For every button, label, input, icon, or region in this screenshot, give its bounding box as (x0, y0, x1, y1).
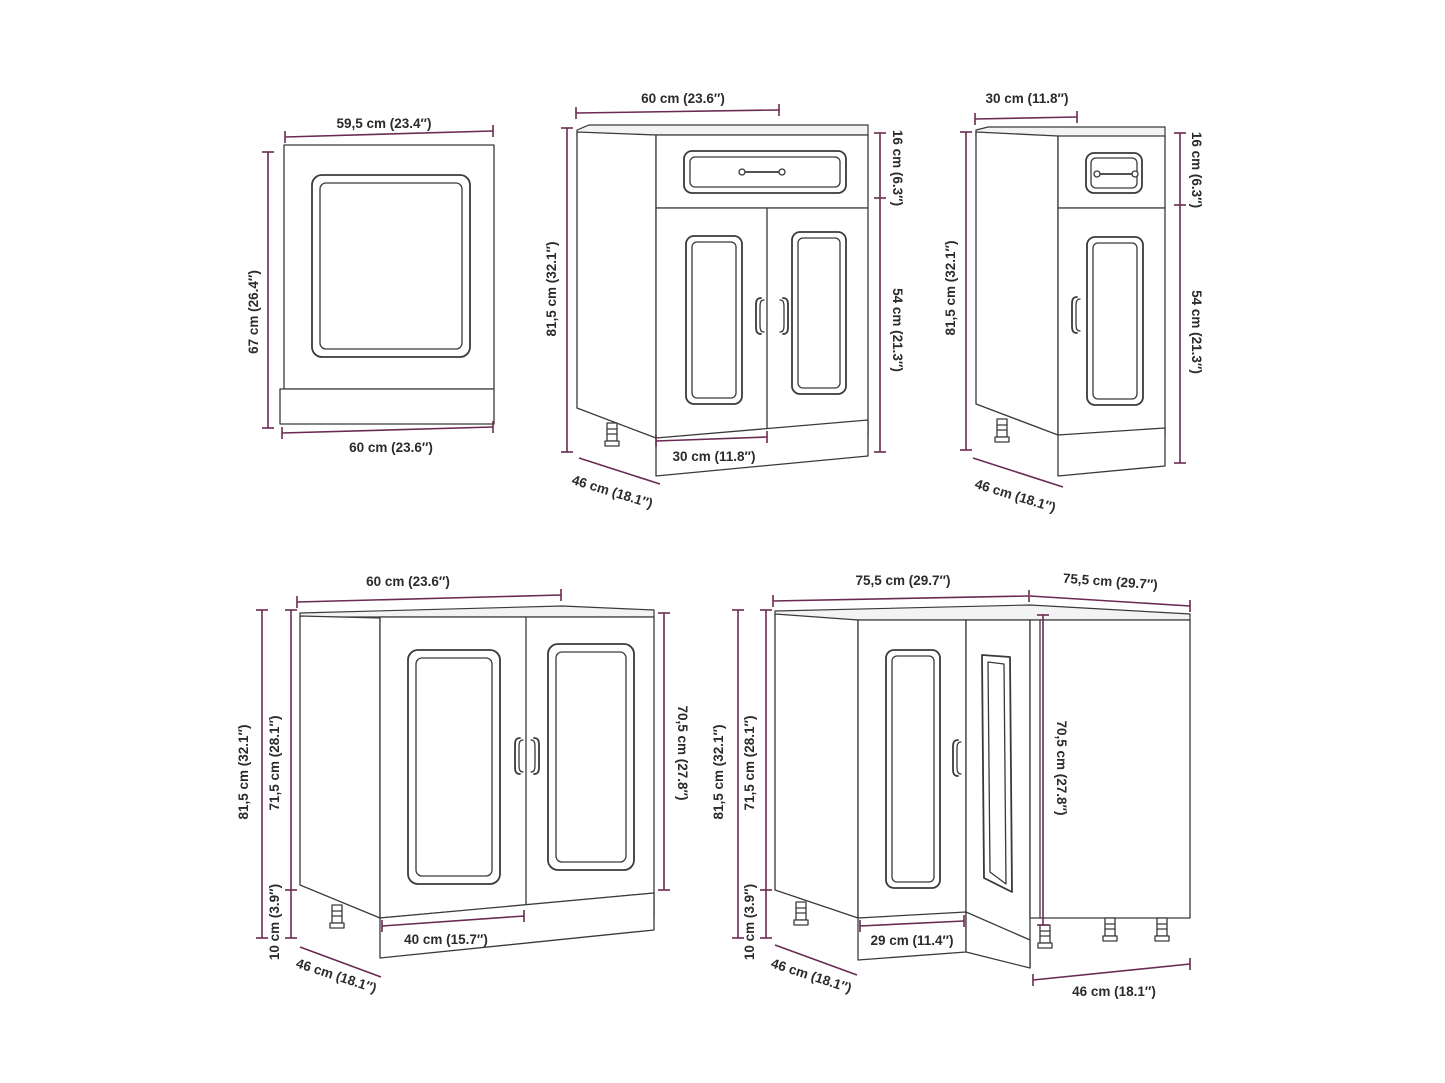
cabinet-sink-base: 60 cm (23.6″) 81,5 cm (32.1″) 71,5 cm (2… (236, 574, 690, 996)
cabinet-corner-base: 75,5 cm (29.7″) 75,5 cm (29.7″) 81,5 cm … (711, 571, 1191, 999)
dim-top-width: 59,5 cm (23.4″) (336, 116, 431, 131)
dim-total-height: 81,5 cm (32.1″) (711, 724, 726, 819)
dim-door-height: 70,5 cm (27.8″) (1054, 720, 1069, 815)
dim-door-height: 54 cm (21.3″) (890, 288, 905, 372)
dim-total-height: 81,5 cm (32.1″) (236, 724, 251, 819)
dim-total-height: 81,5 cm (32.1″) (943, 240, 958, 335)
dim-door-width: 30 cm (11.8″) (672, 449, 755, 464)
dim-door-height: 70,5 cm (27.8″) (675, 705, 690, 800)
cabinet-drawer-double-door: 60 cm (23.6″) 81,5 cm (32.1″) 16 cm (6.3… (544, 91, 905, 511)
dim-bottom-width: 60 cm (23.6″) (349, 440, 433, 455)
cabinet-drawer-single-door: 30 cm (11.8″) 81,5 cm (32.1″) 16 cm (6.3… (943, 91, 1204, 515)
dim-total-height: 81,5 cm (32.1″) (544, 241, 559, 336)
dim-door-width: 29 cm (11.4″) (870, 933, 953, 948)
dim-width: 60 cm (23.6″) (641, 91, 725, 106)
dim-body-height: 71,5 cm (28.1″) (742, 715, 757, 810)
dim-depth: 46 cm (18.1″) (973, 476, 1057, 515)
dim-door-height: 54 cm (21.3″) (1189, 290, 1204, 374)
dim-width-left: 75,5 cm (29.7″) (855, 573, 950, 588)
dim-depth: 46 cm (18.1″) (294, 956, 378, 996)
dim-height: 67 cm (26.4″) (246, 270, 261, 354)
dim-drawer-height: 16 cm (6.3″) (890, 130, 905, 206)
dim-opening-width: 40 cm (15.7″) (404, 932, 488, 947)
dim-width: 30 cm (11.8″) (985, 91, 1068, 106)
dim-depth-right: 46 cm (18.1″) (1072, 984, 1156, 999)
dim-plinth-height: 10 cm (3.9″) (267, 884, 282, 960)
dim-plinth-height: 10 cm (3.9″) (742, 884, 757, 960)
dim-drawer-height: 16 cm (6.3″) (1189, 132, 1204, 208)
dim-depth-left: 46 cm (18.1″) (769, 956, 853, 996)
dim-body-height: 71,5 cm (28.1″) (267, 715, 282, 810)
cabinet-oven-panel: 59,5 cm (23.4″) 67 cm (26.4″) 60 cm (23.… (246, 116, 495, 455)
dim-width-right: 75,5 cm (29.7″) (1062, 571, 1158, 593)
dim-width: 60 cm (23.6″) (366, 574, 450, 589)
